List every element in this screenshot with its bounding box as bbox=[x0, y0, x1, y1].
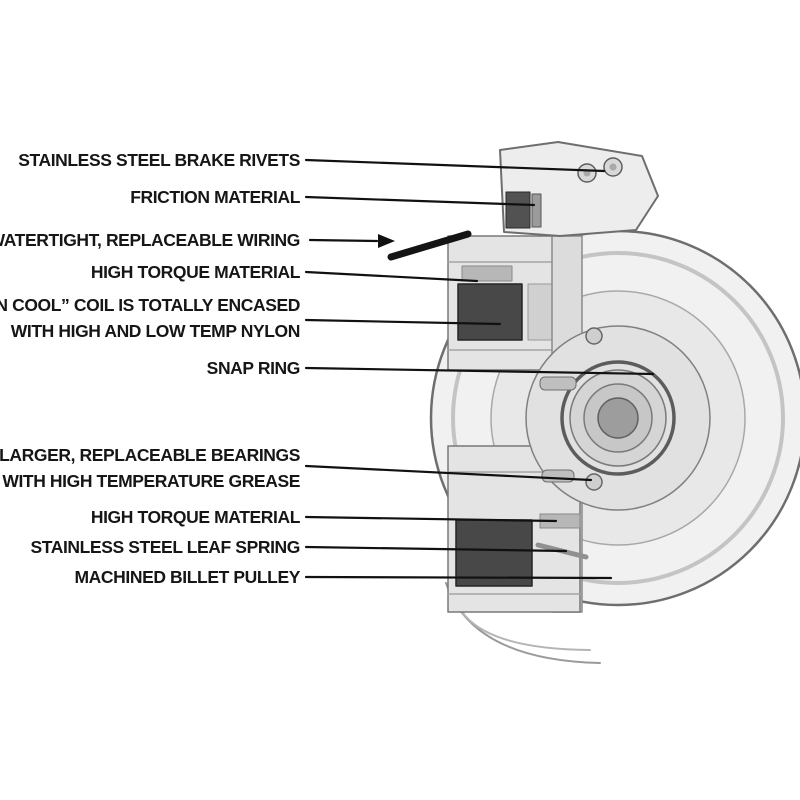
leader-line-bearings bbox=[304, 464, 593, 482]
wire bbox=[387, 230, 472, 261]
callout-friction-material: FRICTION MATERIAL bbox=[130, 184, 300, 210]
pin-upper bbox=[539, 376, 577, 391]
leader-line-friction-material bbox=[304, 195, 536, 207]
callout-high-torque-material-lower: HIGH TORQUE MATERIAL bbox=[90, 504, 301, 530]
leader-line-high-torque-lower bbox=[304, 515, 558, 523]
leader-line-pulley bbox=[304, 575, 613, 580]
callout-label: FRICTION MATERIAL bbox=[130, 187, 300, 207]
high-torque-pad-upper bbox=[461, 265, 513, 282]
callout-snap-ring: SNAP RING bbox=[206, 355, 301, 381]
callout-label: HIGH TORQUE MATERIAL bbox=[90, 262, 301, 282]
leader-line-snap-ring bbox=[304, 366, 655, 376]
leader-line-wiring bbox=[308, 238, 379, 243]
brake-pad bbox=[505, 191, 531, 229]
callout-label: MACHINED BILLET PULLEY bbox=[74, 567, 300, 587]
callout-label: LARGER, REPLACEABLE BEARINGS bbox=[0, 445, 300, 465]
leader-line-high-torque-upper bbox=[304, 270, 479, 283]
callout-label: SNAP RING bbox=[206, 358, 301, 378]
bearing-ball-upper bbox=[585, 327, 603, 345]
leader-line-coil bbox=[304, 318, 502, 326]
bearing-ball-lower bbox=[585, 473, 603, 491]
snap-ring bbox=[560, 360, 676, 476]
leader-lines bbox=[304, 158, 655, 580]
leader-line-brake-rivets bbox=[304, 158, 606, 173]
callout-watertight-replaceable-wiring: WATERTIGHT, REPLACEABLE WIRING bbox=[0, 227, 300, 253]
front-flange-arc-inner bbox=[458, 606, 591, 651]
callout-label: WITH HIGH AND LOW TEMP NYLON bbox=[10, 321, 301, 341]
callout-machined-billet-pulley: MACHINED BILLET PULLEY bbox=[74, 564, 300, 590]
callout-label: WITH HIGH TEMPERATURE GREASE bbox=[2, 471, 300, 491]
shaft-bore bbox=[597, 397, 639, 439]
wiring-arrowhead bbox=[378, 234, 395, 248]
callout-label: “RUN COOL” COIL IS TOTALLY ENCASED bbox=[0, 295, 300, 315]
pin-lower bbox=[541, 469, 575, 483]
callout-stainless-steel-leaf-spring: STAINLESS STEEL LEAF SPRING bbox=[30, 534, 300, 560]
pulley-groove bbox=[451, 251, 785, 585]
callout-run-cool-coil: “RUN COOL” COIL IS TOTALLY ENCASED WITH … bbox=[0, 292, 300, 344]
coil-upper bbox=[457, 283, 523, 341]
callout-label: HIGH TORQUE MATERIAL bbox=[90, 507, 301, 527]
coil-lower bbox=[455, 519, 533, 587]
callout-label: STAINLESS STEEL BRAKE RIVETS bbox=[18, 150, 300, 170]
callout-larger-replaceable-bearings: LARGER, REPLACEABLE BEARINGS WITH HIGH T… bbox=[0, 442, 300, 494]
callout-label: STAINLESS STEEL LEAF SPRING bbox=[30, 537, 300, 557]
friction-material-strip bbox=[531, 193, 542, 228]
callout-stainless-steel-brake-rivets: STAINLESS STEEL BRAKE RIVETS bbox=[18, 147, 300, 173]
callout-label: WATERTIGHT, REPLACEABLE WIRING bbox=[0, 230, 300, 250]
callout-high-torque-material-upper: HIGH TORQUE MATERIAL bbox=[90, 259, 301, 285]
brake-rivet-2-center bbox=[609, 163, 617, 171]
leader-line-leaf-spring bbox=[304, 545, 568, 553]
